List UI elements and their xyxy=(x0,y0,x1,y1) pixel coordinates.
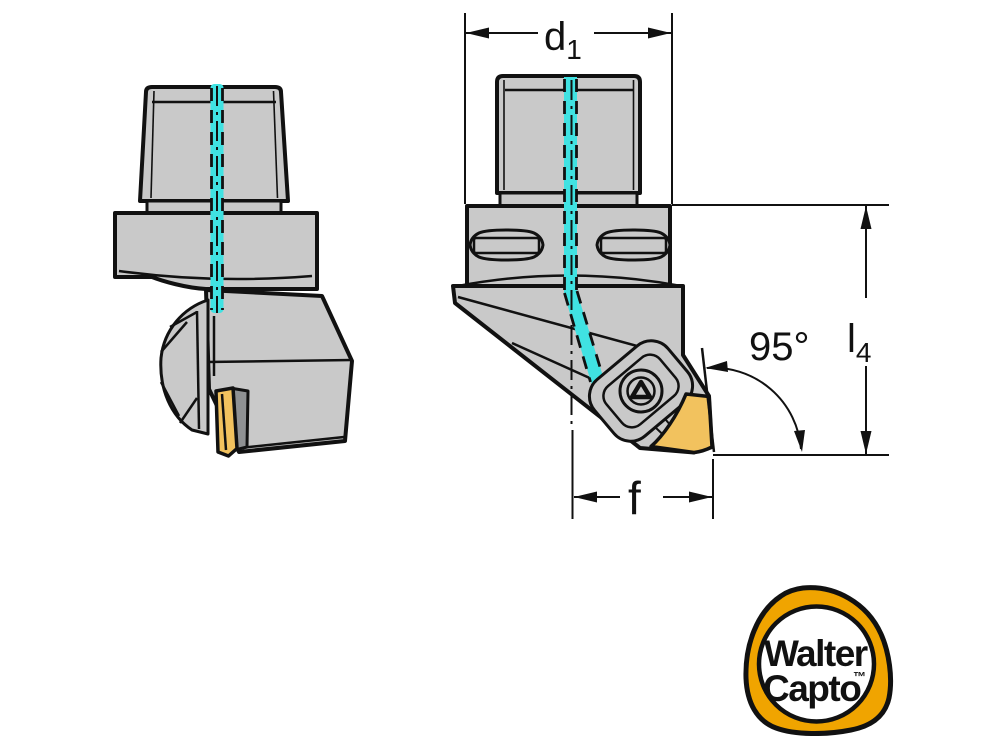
left-head-bottom-band-line xyxy=(239,435,345,450)
l4-arrowhead-up xyxy=(860,206,872,229)
f-arrowhead-right xyxy=(689,491,712,503)
walter-capto-logo: Walter Capto ™ xyxy=(743,585,894,736)
left-figure-side-view xyxy=(113,84,354,458)
dimension-f: f xyxy=(571,430,714,524)
dimension-d1: d1 xyxy=(464,13,673,204)
logo-text-capto: Capto xyxy=(763,668,861,709)
d1-arrowhead-right xyxy=(648,27,671,39)
logo-text-walter: Walter xyxy=(764,633,868,674)
right-head-facet-line-lower xyxy=(511,341,604,386)
left-shank-edge-line-left xyxy=(150,90,155,199)
right-flange-slot-left xyxy=(468,228,545,262)
angle-arrowhead-top xyxy=(705,361,728,372)
right-flange-slot-right xyxy=(595,228,672,262)
right-figure-front-view xyxy=(451,74,716,455)
left-clamp-boss-facets xyxy=(159,310,201,430)
f-label: f xyxy=(628,472,641,524)
left-head-facet-line xyxy=(205,358,353,364)
right-coolant-channel xyxy=(564,77,604,384)
right-coolant-bend-dashed-right xyxy=(575,290,605,378)
l4-label: l4 xyxy=(847,317,871,368)
right-coolant-bend-dashed-left xyxy=(563,292,592,383)
approach-angle-flank-line xyxy=(700,347,716,453)
angle-label: 95° xyxy=(749,325,810,369)
approach-angle-dimension: 95° xyxy=(705,325,810,452)
angle-arrowhead-bottom xyxy=(794,430,805,452)
left-shank-edge-line-right xyxy=(272,90,279,199)
left-cutting-insert xyxy=(214,386,239,458)
left-insert-chamfer-line xyxy=(220,393,228,451)
right-cutting-insert xyxy=(649,392,714,455)
d1-label: d1 xyxy=(544,15,582,65)
f-arrowhead-left xyxy=(574,491,597,503)
dimension-l4: l4 xyxy=(672,204,889,456)
angle-arc xyxy=(706,366,802,450)
logo-trademark-symbol: ™ xyxy=(853,669,866,684)
d1-arrowhead-left xyxy=(466,27,489,39)
logo-inner-circle xyxy=(756,604,877,724)
right-head-facet-line-upper xyxy=(457,295,649,351)
torx-clamp-screw xyxy=(618,368,664,414)
l4-arrowhead-down xyxy=(860,431,872,454)
